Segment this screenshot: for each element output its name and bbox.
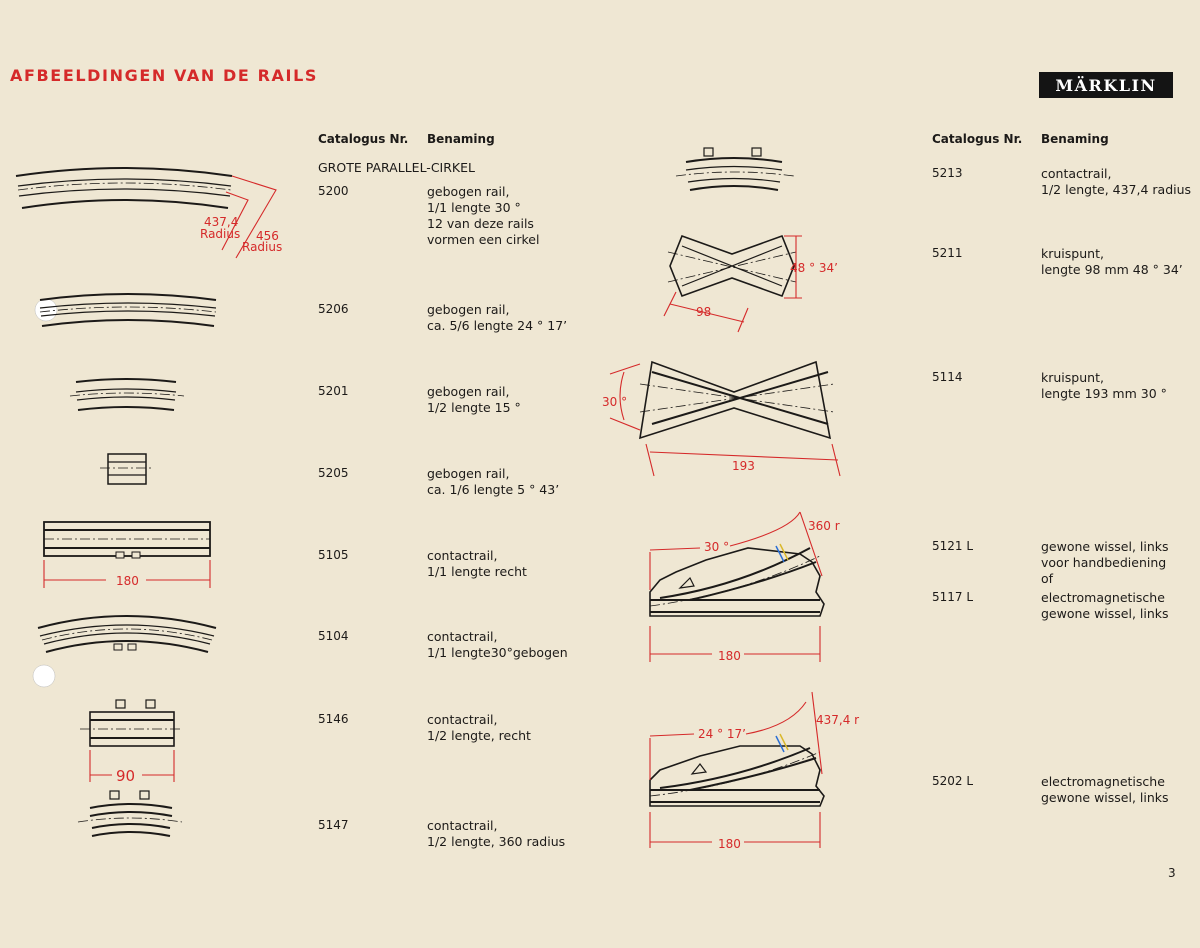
page-number: 3: [1168, 866, 1176, 880]
item-description: contactrail, 1/2 lengte, 360 radius: [427, 818, 566, 849]
item-description: electromagnetische gewone wissel, links: [1041, 774, 1169, 805]
contact-rail-5104-drawing: [37, 615, 217, 653]
page-title: AFBEELDINGEN VAN DE RAILS: [10, 66, 319, 85]
item-description: gebogen rail, ca. 1/6 lengte 5 ° 43’: [427, 466, 560, 497]
catalog-number: 5211: [932, 246, 963, 260]
dim-angle-30: 30 °: [602, 395, 627, 409]
item-description: gebogen rail, 1/1 lengte 30 ° 12 van dez…: [427, 184, 540, 247]
dim-angle-30-switch: 30 °: [704, 540, 729, 554]
dim-length-193: 193: [732, 459, 755, 473]
item-description: gewone wissel, links voor handbediening …: [1041, 539, 1169, 586]
dim-length-180: 180: [116, 574, 139, 588]
dim-angle-2417: 24 ° 17’: [698, 727, 746, 741]
catalog-number: 5205: [318, 466, 349, 480]
catalog-number: 5147: [318, 818, 349, 832]
crossing-5211-drawing: 48 ° 34’ 98: [663, 234, 838, 333]
curved-rail-5205-drawing: [100, 453, 154, 485]
catalog-number: 5201: [318, 384, 349, 398]
catalog-number: 5105: [318, 548, 349, 562]
curved-rail-5201-drawing: [69, 378, 185, 411]
contact-rail-5146-drawing: 90: [80, 699, 182, 785]
contact-rail-5105-drawing: 180: [43, 521, 211, 588]
crossing-5114-drawing: 30 ° 193: [602, 360, 841, 477]
item-description: kruispunt, lengte 193 mm 30 °: [1041, 370, 1167, 401]
catalog-number: 5200: [318, 184, 349, 198]
binder-hole: [34, 298, 58, 322]
item-description: electromagnetische gewone wissel, links: [1041, 590, 1169, 621]
header-catalog-left: Catalogus Nr.: [318, 132, 409, 146]
item-description: gebogen rail, ca. 5/6 lengte 24 ° 17’: [427, 302, 568, 333]
dim-angle-4834: 48 ° 34’: [790, 261, 838, 275]
catalog-number: 5206: [318, 302, 349, 316]
item-description: contactrail, 1/1 lengte30°gebogen: [427, 629, 568, 660]
dim-length-180-switch: 180: [718, 649, 741, 663]
dim-radius-360: 360 r: [808, 519, 840, 533]
switch-5202l-drawing: 24 ° 17’ 437,4 r 180: [649, 691, 859, 851]
item-description: contactrail, 1/1 lengte recht: [427, 548, 527, 579]
section-title: GROTE PARALLEL-CIRKEL: [318, 160, 475, 175]
switch-5121l-drawing: 30 ° 360 r 180: [649, 511, 840, 663]
dim-length-180-switch2: 180: [718, 837, 741, 851]
dim-radius-label: Radius: [242, 240, 282, 254]
catalog-number: 5121 L: [932, 539, 974, 553]
dim-radius-437: 437,4: [204, 215, 238, 229]
brand-logo: MÄRKLIN: [1039, 72, 1173, 98]
dim-radius-label: Radius: [200, 227, 240, 241]
curved-rail-5206-drawing: [39, 293, 217, 327]
item-description: kruispunt, lengte 98 mm 48 ° 34’: [1041, 246, 1183, 277]
curved-rail-5200-drawing: 437,4 Radius 456 Radius: [15, 167, 282, 259]
header-name-left: Benaming: [427, 132, 495, 146]
header-catalog-right: Catalogus Nr.: [932, 132, 1023, 146]
dim-length-90: 90: [116, 767, 135, 785]
catalog-number: 5114: [932, 370, 963, 384]
catalog-number: 5213: [932, 166, 963, 180]
dim-radius-456: 456: [256, 229, 279, 243]
catalog-number: 5117 L: [932, 590, 974, 604]
item-description: contactrail, 1/2 lengte, 437,4 radius: [1041, 166, 1192, 197]
contact-rail-5213-drawing: [675, 147, 795, 191]
catalog-number: 5146: [318, 712, 349, 726]
contact-rail-5147-drawing: [77, 790, 183, 837]
binder-hole: [32, 664, 56, 688]
item-description: contactrail, 1/2 lengte, recht: [427, 712, 531, 743]
catalog-number: 5202 L: [932, 774, 974, 788]
item-description: gebogen rail, 1/2 lengte 15 °: [427, 384, 521, 415]
dim-length-98: 98: [696, 305, 711, 319]
dim-radius-4374: 437,4 r: [816, 713, 859, 727]
header-name-right: Benaming: [1041, 132, 1109, 146]
catalog-number: 5104: [318, 629, 349, 643]
